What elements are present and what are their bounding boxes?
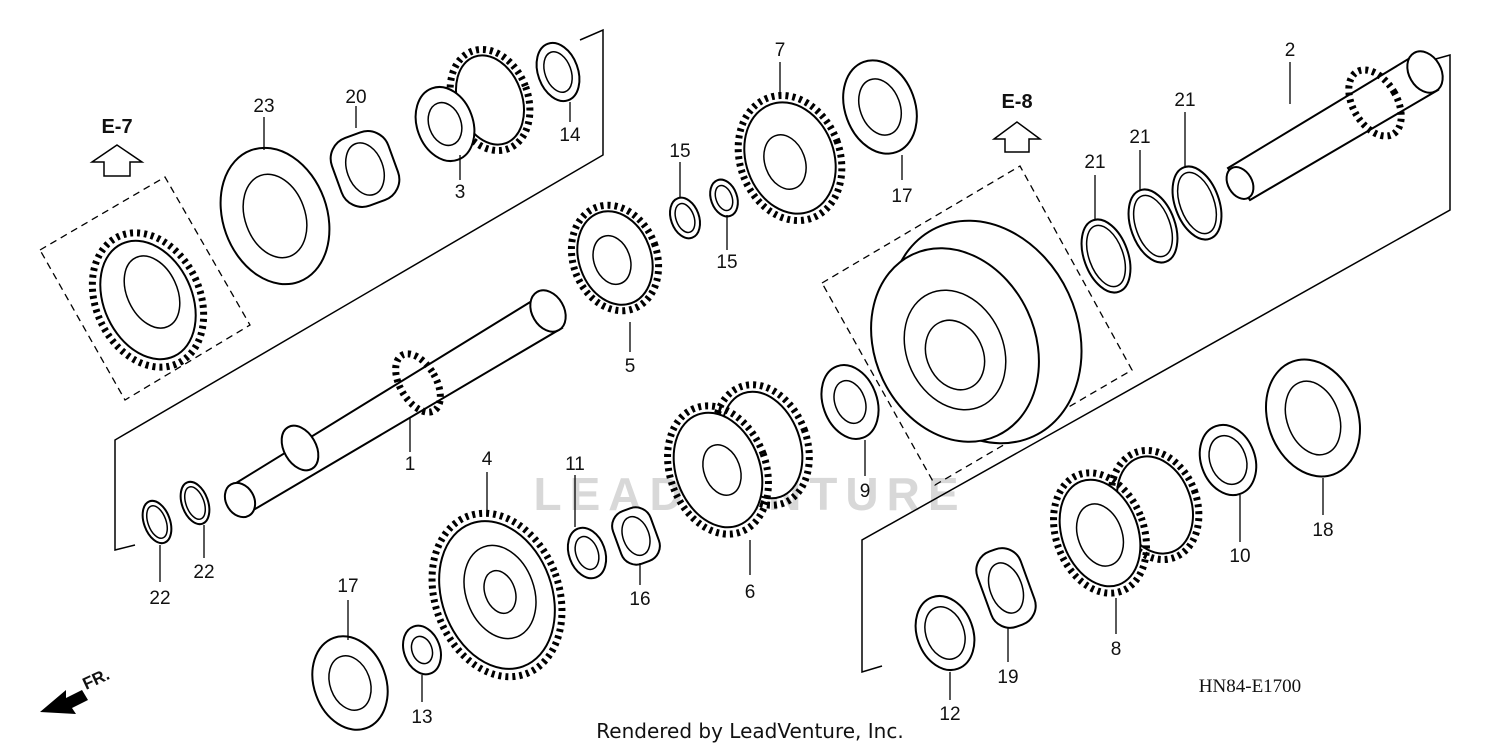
footer-credit: Rendered by LeadVenture, Inc. <box>596 719 903 743</box>
needle-bearing-part-20[interactable] <box>324 125 405 213</box>
gear-part-5[interactable] <box>557 193 673 323</box>
e7-reference-label: E-7 <box>101 116 132 138</box>
e8-reference-arrow[interactable]: E-8 <box>991 91 1043 153</box>
callout-20[interactable]: 20 <box>345 87 366 108</box>
circlip-part-15-b[interactable] <box>705 176 742 221</box>
callout-11[interactable]: 11 <box>565 454 585 475</box>
ball-bearing-part-17-a[interactable] <box>831 50 930 164</box>
thrust-washer-part-10[interactable] <box>1190 417 1265 503</box>
callout-17-b[interactable]: 17 <box>891 186 912 207</box>
needle-bearing-part-19[interactable] <box>971 543 1042 634</box>
front-label: FR. <box>80 665 113 694</box>
ball-bearing-part-18[interactable] <box>1250 346 1376 490</box>
callout-18[interactable]: 18 <box>1312 520 1333 541</box>
leader-lines <box>159 62 1324 702</box>
washer-part-14[interactable] <box>529 37 587 107</box>
callout-6[interactable]: 6 <box>745 582 756 603</box>
callout-7[interactable]: 7 <box>775 40 786 61</box>
e8-reference-label: E-8 <box>1001 91 1032 113</box>
callout-21-c[interactable]: 21 <box>1174 90 1195 111</box>
callout-3[interactable]: 3 <box>455 182 466 203</box>
seal-ring-part-22-a[interactable] <box>137 497 176 547</box>
callout-5[interactable]: 5 <box>625 356 636 377</box>
callout-13[interactable]: 13 <box>411 707 432 728</box>
assembly-bracket-right <box>861 54 1451 674</box>
callout-12[interactable]: 12 <box>939 704 960 725</box>
seal-ring-part-21-c[interactable] <box>1163 160 1230 246</box>
lock-washer-part-9[interactable] <box>812 357 889 447</box>
main-shaft-part-1[interactable] <box>219 284 573 523</box>
callout-15-b[interactable]: 15 <box>716 252 737 273</box>
callout-1[interactable]: 1 <box>405 454 416 475</box>
e7-reference-arrow[interactable]: E-7 <box>89 116 145 177</box>
gear-part-8[interactable] <box>1037 438 1213 606</box>
callout-23[interactable]: 23 <box>253 96 274 117</box>
gear-part-6[interactable] <box>650 371 825 548</box>
diagram-code: HN84-E1700 <box>1199 676 1301 697</box>
seal-ring-part-22-b[interactable] <box>175 478 214 528</box>
needle-bearing-part-16[interactable] <box>608 503 665 569</box>
circlip-part-15-a[interactable] <box>665 193 706 242</box>
callout-10[interactable]: 10 <box>1229 546 1250 567</box>
ball-bearing-part-23[interactable] <box>202 132 348 299</box>
front-direction-indicator: FR. <box>40 665 113 714</box>
ball-bearing-part-17-b[interactable] <box>300 626 400 741</box>
gear-part-7[interactable] <box>721 81 859 235</box>
seal-ring-part-21-b[interactable] <box>1119 183 1186 269</box>
callout-14[interactable]: 14 <box>559 125 581 146</box>
gear-part-4[interactable] <box>410 495 584 695</box>
callout-4[interactable]: 4 <box>482 449 493 470</box>
callout-8[interactable]: 8 <box>1111 639 1122 660</box>
callout-labels: 1 2 3 4 5 6 7 8 9 10 11 12 13 14 15 15 1… <box>149 40 1333 728</box>
seal-ring-part-21-a[interactable] <box>1072 213 1139 299</box>
washer-part-11[interactable] <box>561 522 613 583</box>
callout-22-b[interactable]: 22 <box>193 562 214 583</box>
callout-22-a[interactable]: 22 <box>149 588 170 609</box>
callout-9[interactable]: 9 <box>860 481 871 502</box>
front-arrow-icon <box>40 690 88 714</box>
washer-part-13[interactable] <box>397 620 448 679</box>
callout-15-a[interactable]: 15 <box>669 141 690 162</box>
callout-2[interactable]: 2 <box>1285 40 1296 61</box>
thrust-washer-part-12[interactable] <box>906 588 985 679</box>
e7-gear-assembly[interactable] <box>39 176 251 401</box>
callout-17-a[interactable]: 17 <box>337 576 358 597</box>
assembly-bracket-upper <box>114 28 604 551</box>
callout-21-b[interactable]: 21 <box>1129 127 1150 148</box>
e8-clutch-assembly[interactable] <box>821 165 1133 486</box>
gear-part-3[interactable] <box>406 38 544 169</box>
callout-21-a[interactable]: 21 <box>1084 152 1105 173</box>
callout-19[interactable]: 19 <box>997 667 1018 688</box>
callout-16[interactable]: 16 <box>629 589 650 610</box>
countershaft-part-2[interactable] <box>1221 45 1450 204</box>
